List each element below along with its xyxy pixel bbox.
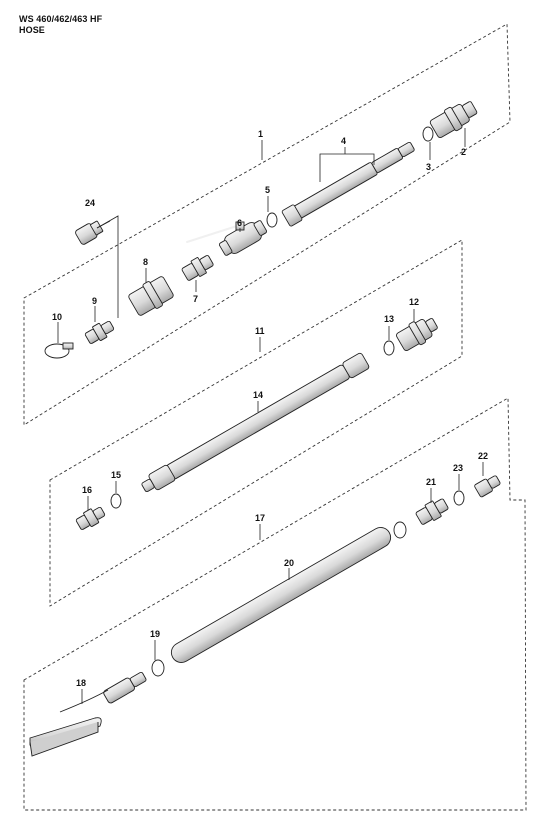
part-10-hose-clamp	[44, 342, 74, 359]
part-24-plug	[75, 220, 104, 245]
part-8-coupling	[128, 276, 174, 316]
part-23-oring	[453, 490, 465, 506]
callout-4: 4	[341, 136, 346, 146]
part-4-pipe	[281, 141, 415, 227]
callout-11: 11	[255, 326, 265, 336]
part-18-brush	[29, 671, 147, 757]
callout-2: 2	[461, 147, 466, 157]
callout-16: 16	[82, 485, 92, 495]
callout-10: 10	[52, 312, 62, 322]
part-17-clamp	[393, 521, 407, 539]
part-9-nipple	[84, 320, 115, 344]
callout-18: 18	[76, 678, 86, 688]
callout-22: 22	[478, 451, 488, 461]
callout-17: 17	[255, 513, 265, 523]
part-2-coupling	[429, 101, 478, 139]
callout-7: 7	[193, 294, 198, 304]
callout-12: 12	[409, 297, 419, 307]
leader-lines	[57, 128, 484, 704]
part-3-oring	[422, 126, 434, 142]
part-14-pipe	[141, 352, 370, 493]
callout-13: 13	[384, 314, 394, 324]
part-22-nipple	[474, 475, 501, 498]
callout-8: 8	[143, 257, 148, 267]
part-13-oring	[383, 340, 395, 356]
part-15-oring	[110, 493, 122, 509]
part-7-nipple	[181, 255, 214, 281]
callout-1: 1	[258, 129, 263, 139]
group-boundary-17	[23, 397, 527, 811]
diagram-section-title: HOSE	[19, 25, 45, 35]
callout-15: 15	[111, 470, 121, 480]
callout-19: 19	[150, 629, 160, 639]
group-boundary-1	[23, 23, 511, 426]
callout-20: 20	[284, 558, 294, 568]
part-5-oring	[266, 212, 278, 228]
callout-14: 14	[253, 390, 263, 400]
part-20-hose	[170, 527, 392, 663]
callout-21: 21	[426, 477, 436, 487]
part-12-coupling	[396, 318, 438, 352]
callout-9: 9	[92, 296, 97, 306]
callout-6: 6	[237, 218, 242, 228]
part-16-nipple	[75, 506, 106, 530]
part-6-ball-valve	[186, 220, 268, 256]
part-19-hose-clamp	[151, 659, 165, 677]
diagram-model-title: WS 460/462/463 HF	[19, 14, 103, 24]
callout-23: 23	[453, 463, 463, 473]
callout-24: 24	[85, 198, 95, 208]
part-21-fitting	[415, 498, 449, 525]
callout-3: 3	[426, 162, 431, 172]
group-boundary-11	[49, 239, 463, 607]
callout-5: 5	[265, 185, 270, 195]
